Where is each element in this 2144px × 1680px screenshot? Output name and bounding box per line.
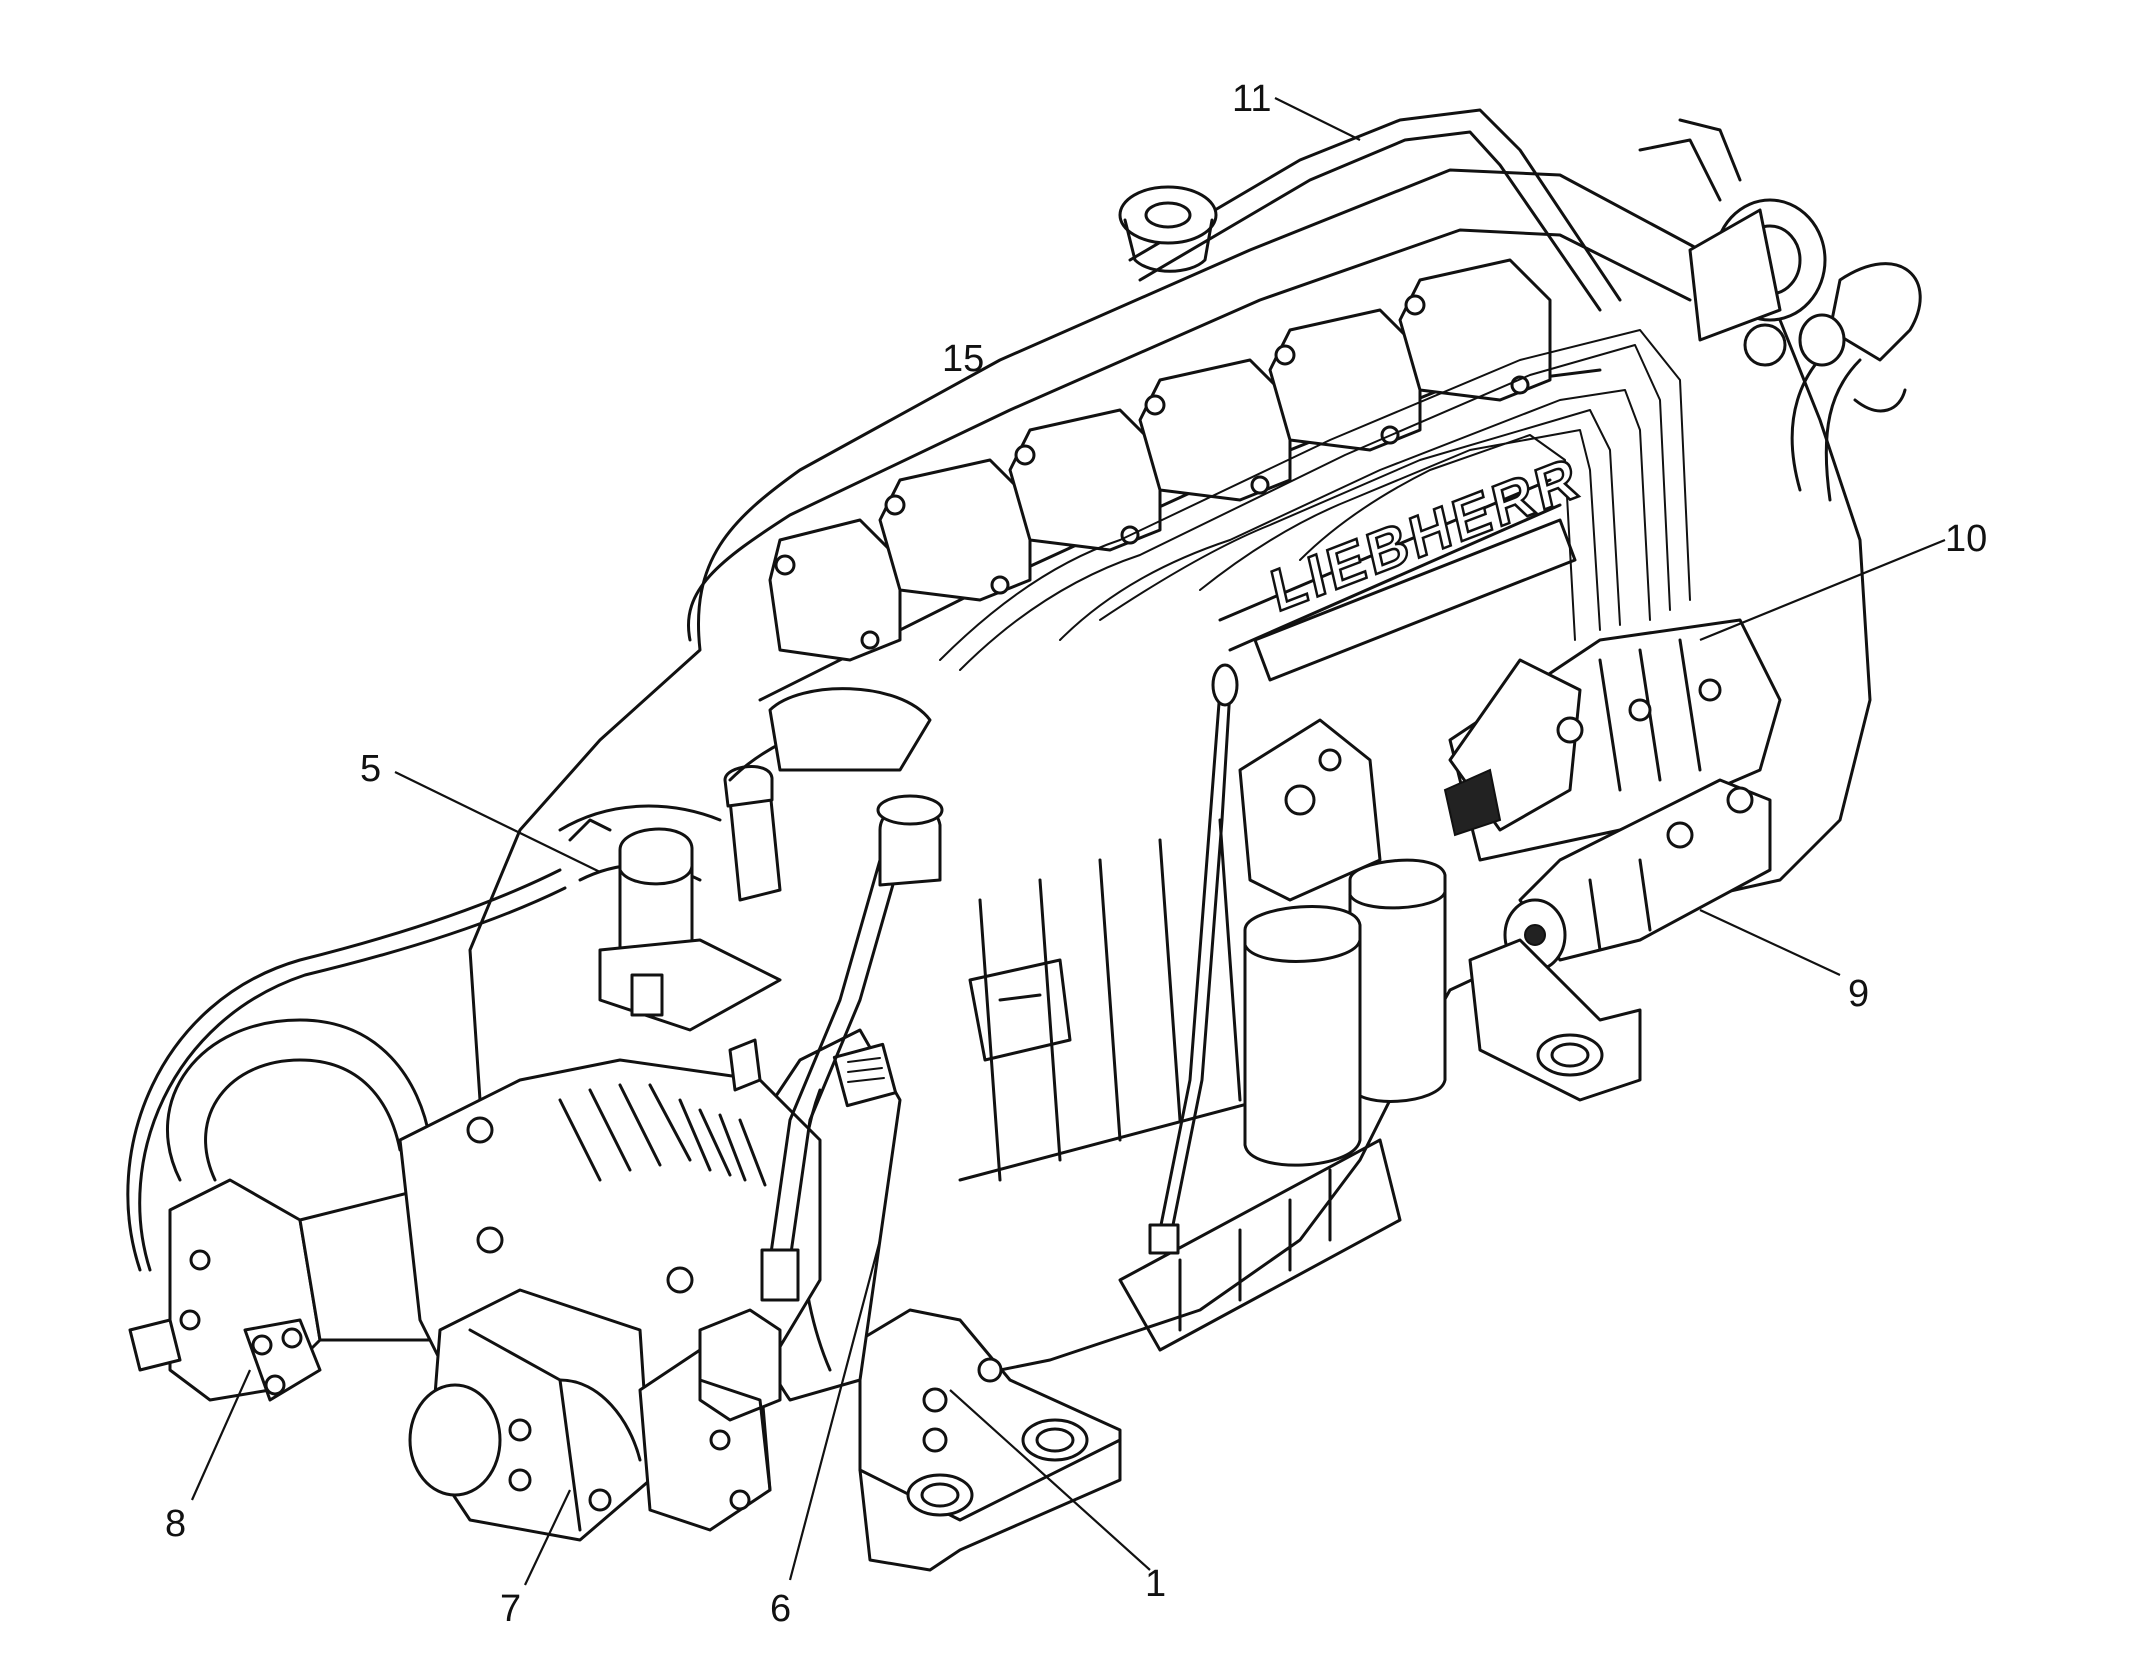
breather-tube <box>728 687 944 1302</box>
callout-9: 9 <box>1848 973 1870 1015</box>
filter-5 <box>568 764 782 1032</box>
callout-5: 5 <box>360 748 382 790</box>
valve-covers <box>768 258 1552 662</box>
callout-15: 15 <box>942 338 985 380</box>
hydraulic-pump-7 <box>408 1288 652 1542</box>
dipstick <box>1148 663 1239 1255</box>
callout-10: 10 <box>1945 518 1988 560</box>
injection-lines <box>939 329 1691 671</box>
turbocharger <box>1638 118 1922 502</box>
control-valve-block <box>558 1308 782 1532</box>
leader-lines <box>190 97 1946 1586</box>
callout-11: 11 <box>1232 78 1272 120</box>
callout-6: 6 <box>770 1588 792 1630</box>
hydraulic-pump-9 <box>1468 778 1772 1102</box>
callout-1: 1 <box>1145 1563 1167 1605</box>
fuel-injection-pump <box>1443 618 1782 862</box>
front-mounting-bracket <box>858 1308 1122 1572</box>
oil-filters <box>1238 718 1447 1167</box>
hydraulic-hose-loop <box>126 804 722 1272</box>
callout-8: 8 <box>165 1503 187 1545</box>
coolant-pipe <box>1118 108 1622 312</box>
callout-7: 7 <box>500 1588 522 1630</box>
